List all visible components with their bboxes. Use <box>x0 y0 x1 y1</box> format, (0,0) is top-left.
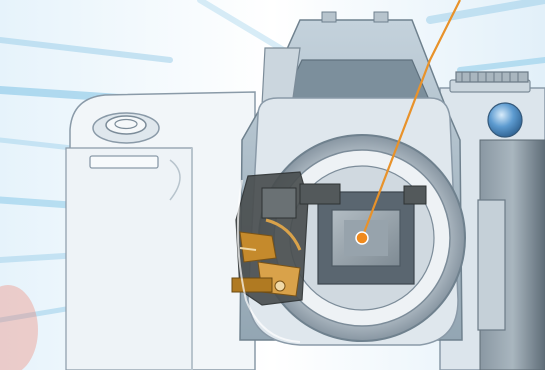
prism-face <box>282 60 430 102</box>
mode-dial <box>456 72 528 82</box>
right-grip-panel <box>478 200 505 330</box>
grip-panel <box>66 148 192 370</box>
lens-release-button <box>488 103 522 137</box>
shutter-button <box>106 116 146 134</box>
grip-slot <box>90 156 158 168</box>
pointer-dot <box>356 232 368 244</box>
hot-shoe-right <box>374 12 388 22</box>
hot-shoe-left <box>322 12 336 22</box>
